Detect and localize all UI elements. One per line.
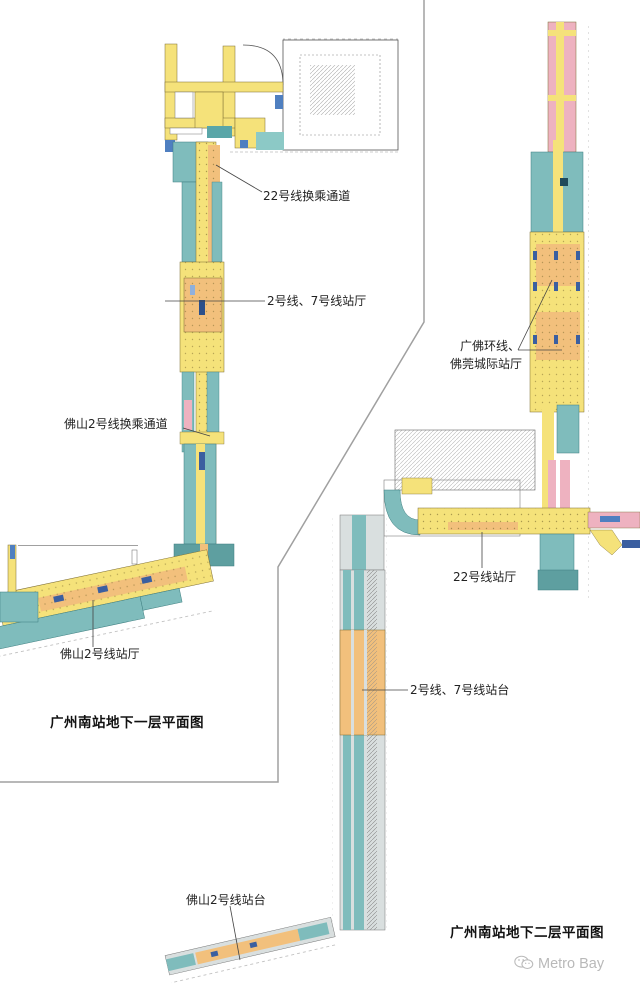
label-line22-transfer-passage: 22号线换乘通道 — [263, 189, 351, 203]
label-foshan2-concourse: 佛山2号线站厅 — [60, 647, 140, 661]
label-line2-7-concourse: 2号线、7号线站厅 — [267, 294, 367, 308]
level-divider-frame — [0, 0, 425, 783]
label-line2-7-platform: 2号线、7号线站台 — [410, 683, 510, 697]
watermark: Metro Bay — [514, 955, 604, 972]
b1-leader-lines — [92, 164, 265, 647]
watermark-text: Metro Bay — [538, 956, 605, 972]
b1-plan-title: 广州南站地下一层平面图 — [50, 715, 204, 731]
wechat-icon — [514, 955, 534, 970]
b2-plan-title: 广州南站地下二层平面图 — [450, 925, 604, 941]
label-fogan-intercity-concourse: 佛莞城际站厅 — [450, 357, 523, 371]
label-guangfo-ring-line: 广佛环线、 — [460, 339, 521, 353]
label-foshan2-transfer-passage: 佛山2号线换乘通道 — [64, 417, 168, 431]
label-foshan2-platform: 佛山2号线站台 — [186, 893, 266, 907]
b2-leader-lines — [229, 279, 562, 961]
b1-floorplan — [0, 36, 399, 659]
b2-floorplan — [164, 21, 640, 984]
label-line22-concourse: 22号线站厅 — [453, 570, 517, 584]
